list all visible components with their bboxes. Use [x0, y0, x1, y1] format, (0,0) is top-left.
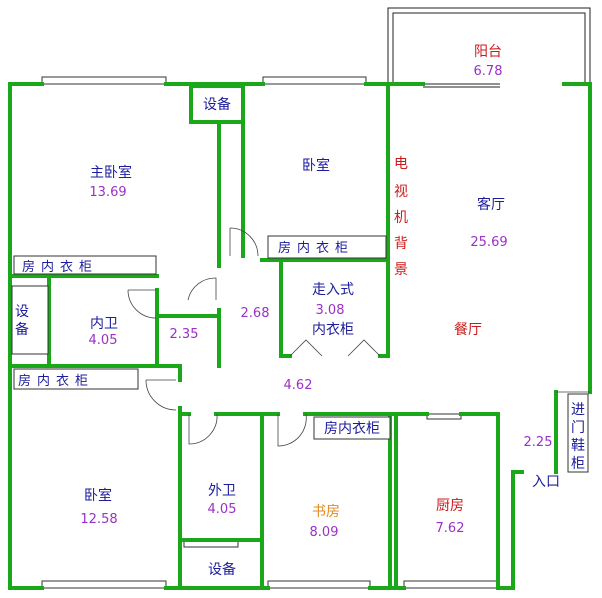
svg-text:柜: 柜 [571, 456, 585, 472]
inner-bath-name: 内卫 [90, 316, 118, 332]
equipment-box-left [11, 285, 49, 355]
svg-text:机: 机 [394, 210, 408, 226]
windows [41, 76, 499, 589]
balcony-name: 阳台 [474, 44, 502, 60]
svg-text:设: 设 [15, 304, 29, 320]
entrance-label: 入口 [532, 474, 560, 490]
passage-1-area: 2.35 [170, 327, 199, 342]
shoe-cabinet-label: 进 门 鞋 柜 [571, 402, 585, 472]
master-bedroom-name: 主卧室 [90, 164, 132, 181]
closet-master [13, 255, 157, 275]
closet-bedroom-bottom [13, 368, 139, 390]
kitchen-name: 厨房 [436, 498, 464, 514]
equipment-bottom-label: 设备 [208, 561, 236, 578]
walk-in-area: 3.08 [316, 303, 345, 318]
balcony-outline [387, 7, 591, 88]
passage-2-area: 2.68 [241, 306, 270, 321]
tv-wall-label: 电 视 机 背 景 [394, 156, 408, 278]
svg-text:鞋: 鞋 [571, 438, 585, 454]
equipment-top-label: 设备 [203, 96, 231, 113]
study-area: 8.09 [310, 525, 339, 540]
hall-area: 4.62 [284, 378, 313, 393]
walls [8, 82, 592, 590]
study-name: 书房 [312, 504, 340, 520]
dining-room-name: 餐厅 [454, 322, 482, 338]
shoe-cabinet [567, 393, 589, 473]
master-bedroom-area: 13.69 [89, 185, 126, 200]
bedroom-bottom-name: 卧室 [84, 487, 112, 504]
svg-text:备: 备 [15, 321, 29, 338]
walk-in-sub: 内衣柜 [312, 322, 354, 338]
bedroom-bottom-area: 12.58 [80, 512, 117, 527]
outer-bath-name: 外卫 [208, 483, 236, 499]
inner-bath-area: 4.05 [89, 333, 118, 348]
closet-study [313, 416, 391, 440]
svg-text:景: 景 [394, 262, 408, 278]
doors [127, 227, 590, 447]
closet-study-label: 房内衣柜 [324, 421, 380, 437]
foyer-area: 2.25 [524, 435, 553, 450]
closet-bedroom-bottom-label: 房内衣柜 [18, 373, 94, 389]
bedroom-top-name: 卧室 [302, 157, 330, 174]
kitchen-area: 7.62 [436, 521, 465, 536]
svg-text:门: 门 [571, 420, 585, 436]
living-room-area: 25.69 [470, 235, 507, 250]
svg-text:进: 进 [571, 402, 585, 418]
equipment-left-label: 设 备 [15, 304, 29, 338]
balcony-area: 6.78 [474, 64, 503, 79]
svg-text:电: 电 [394, 156, 408, 172]
closet-bedroom-top-label: 房内衣柜 [278, 240, 354, 256]
outer-bath-area: 4.05 [208, 502, 237, 517]
walk-in-name: 走入式 [312, 282, 354, 298]
closet-master-label: 房内衣柜 [22, 259, 98, 275]
living-room-name: 客厅 [477, 196, 505, 213]
svg-text:背: 背 [394, 236, 408, 252]
closet-bedroom-top [267, 235, 387, 259]
svg-text:视: 视 [394, 184, 408, 200]
